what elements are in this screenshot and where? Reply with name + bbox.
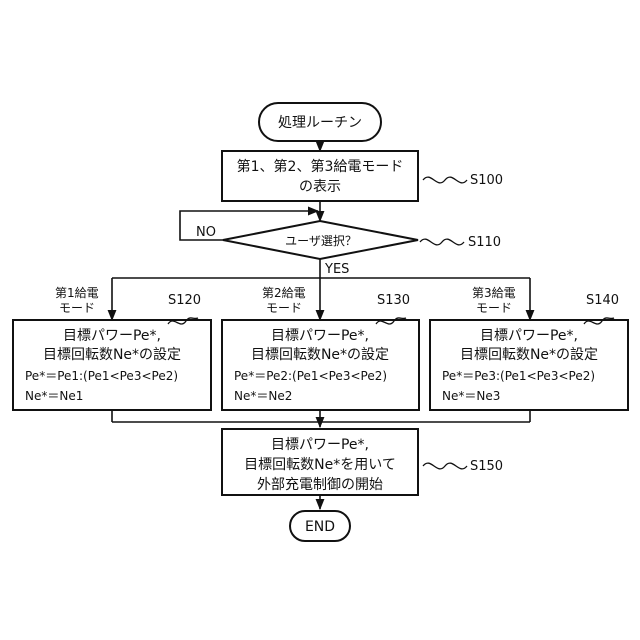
s120-mode-line-1: 第1給電: [55, 286, 99, 300]
s120-line-1: 目標パワーPe*,: [63, 328, 161, 344]
s120-step-label: S120: [168, 293, 201, 308]
s120-line-4: Ne*＝Ne1: [25, 389, 83, 403]
end-label: END: [305, 519, 335, 535]
decision-s110: ユーザ選択？ NO YES S110: [196, 221, 501, 277]
s150-line-3: 外部充電制御の開始: [257, 477, 383, 493]
s140-mode-line-2: モード: [476, 301, 512, 315]
s130-mode-line-1: 第2給電: [262, 286, 306, 300]
s120-line-2: 目標回転数Ne*の設定: [43, 347, 181, 363]
s150-line-2: 目標回転数Ne*を用いて: [244, 457, 396, 473]
s140-line-4: Ne*＝Ne3: [442, 389, 500, 403]
s150-line-1: 目標パワーPe*,: [271, 437, 369, 453]
s120-line-3: Pe*＝Pe1:(Pe1<Pe3<Pe2): [25, 369, 178, 383]
s110-yes-label: YES: [324, 262, 349, 277]
s110-no-label: NO: [196, 225, 216, 240]
s120-mode-line-2: モード: [59, 301, 95, 315]
s110-step-label: S110: [468, 235, 501, 250]
s100-leader: [423, 177, 467, 183]
s140-mode-line-1: 第3給電: [472, 286, 516, 300]
s130-line-3: Pe*＝Pe2:(Pe1<Pe3<Pe2): [234, 369, 387, 383]
s140-step-label: S140: [586, 293, 619, 308]
s130-step-label: S130: [377, 293, 410, 308]
s130-mode-line-2: モード: [266, 301, 302, 315]
process-s140: 第3給電 モード 目標パワーPe*, 目標回転数Ne*の設定 Pe*＝Pe3:(…: [430, 286, 628, 410]
start-label: 処理ルーチン: [278, 115, 362, 131]
s140-line-1: 目標パワーPe*,: [480, 328, 578, 344]
s150-leader: [423, 463, 467, 469]
s130-line-4: Ne*＝Ne2: [234, 389, 292, 403]
s150-step-label: S150: [470, 459, 503, 474]
process-s150: 目標パワーPe*, 目標回転数Ne*を用いて 外部充電制御の開始 S150: [222, 429, 503, 495]
s130-line-1: 目標パワーPe*,: [271, 328, 369, 344]
end-terminator: END: [290, 511, 350, 541]
s100-line-2: の表示: [299, 179, 341, 195]
process-s100: 第1、第2、第3給電モード の表示 S100: [222, 151, 503, 201]
start-terminator: 処理ルーチン: [259, 103, 381, 141]
s110-leader: [420, 239, 464, 245]
s110-label: ユーザ選択？: [285, 234, 357, 248]
s100-step-label: S100: [470, 173, 503, 188]
s140-line-2: 目標回転数Ne*の設定: [460, 347, 598, 363]
s140-line-3: Pe*＝Pe3:(Pe1<Pe3<Pe2): [442, 369, 595, 383]
s130-line-2: 目標回転数Ne*の設定: [251, 347, 389, 363]
s100-line-1: 第1、第2、第3給電モード: [237, 158, 404, 175]
